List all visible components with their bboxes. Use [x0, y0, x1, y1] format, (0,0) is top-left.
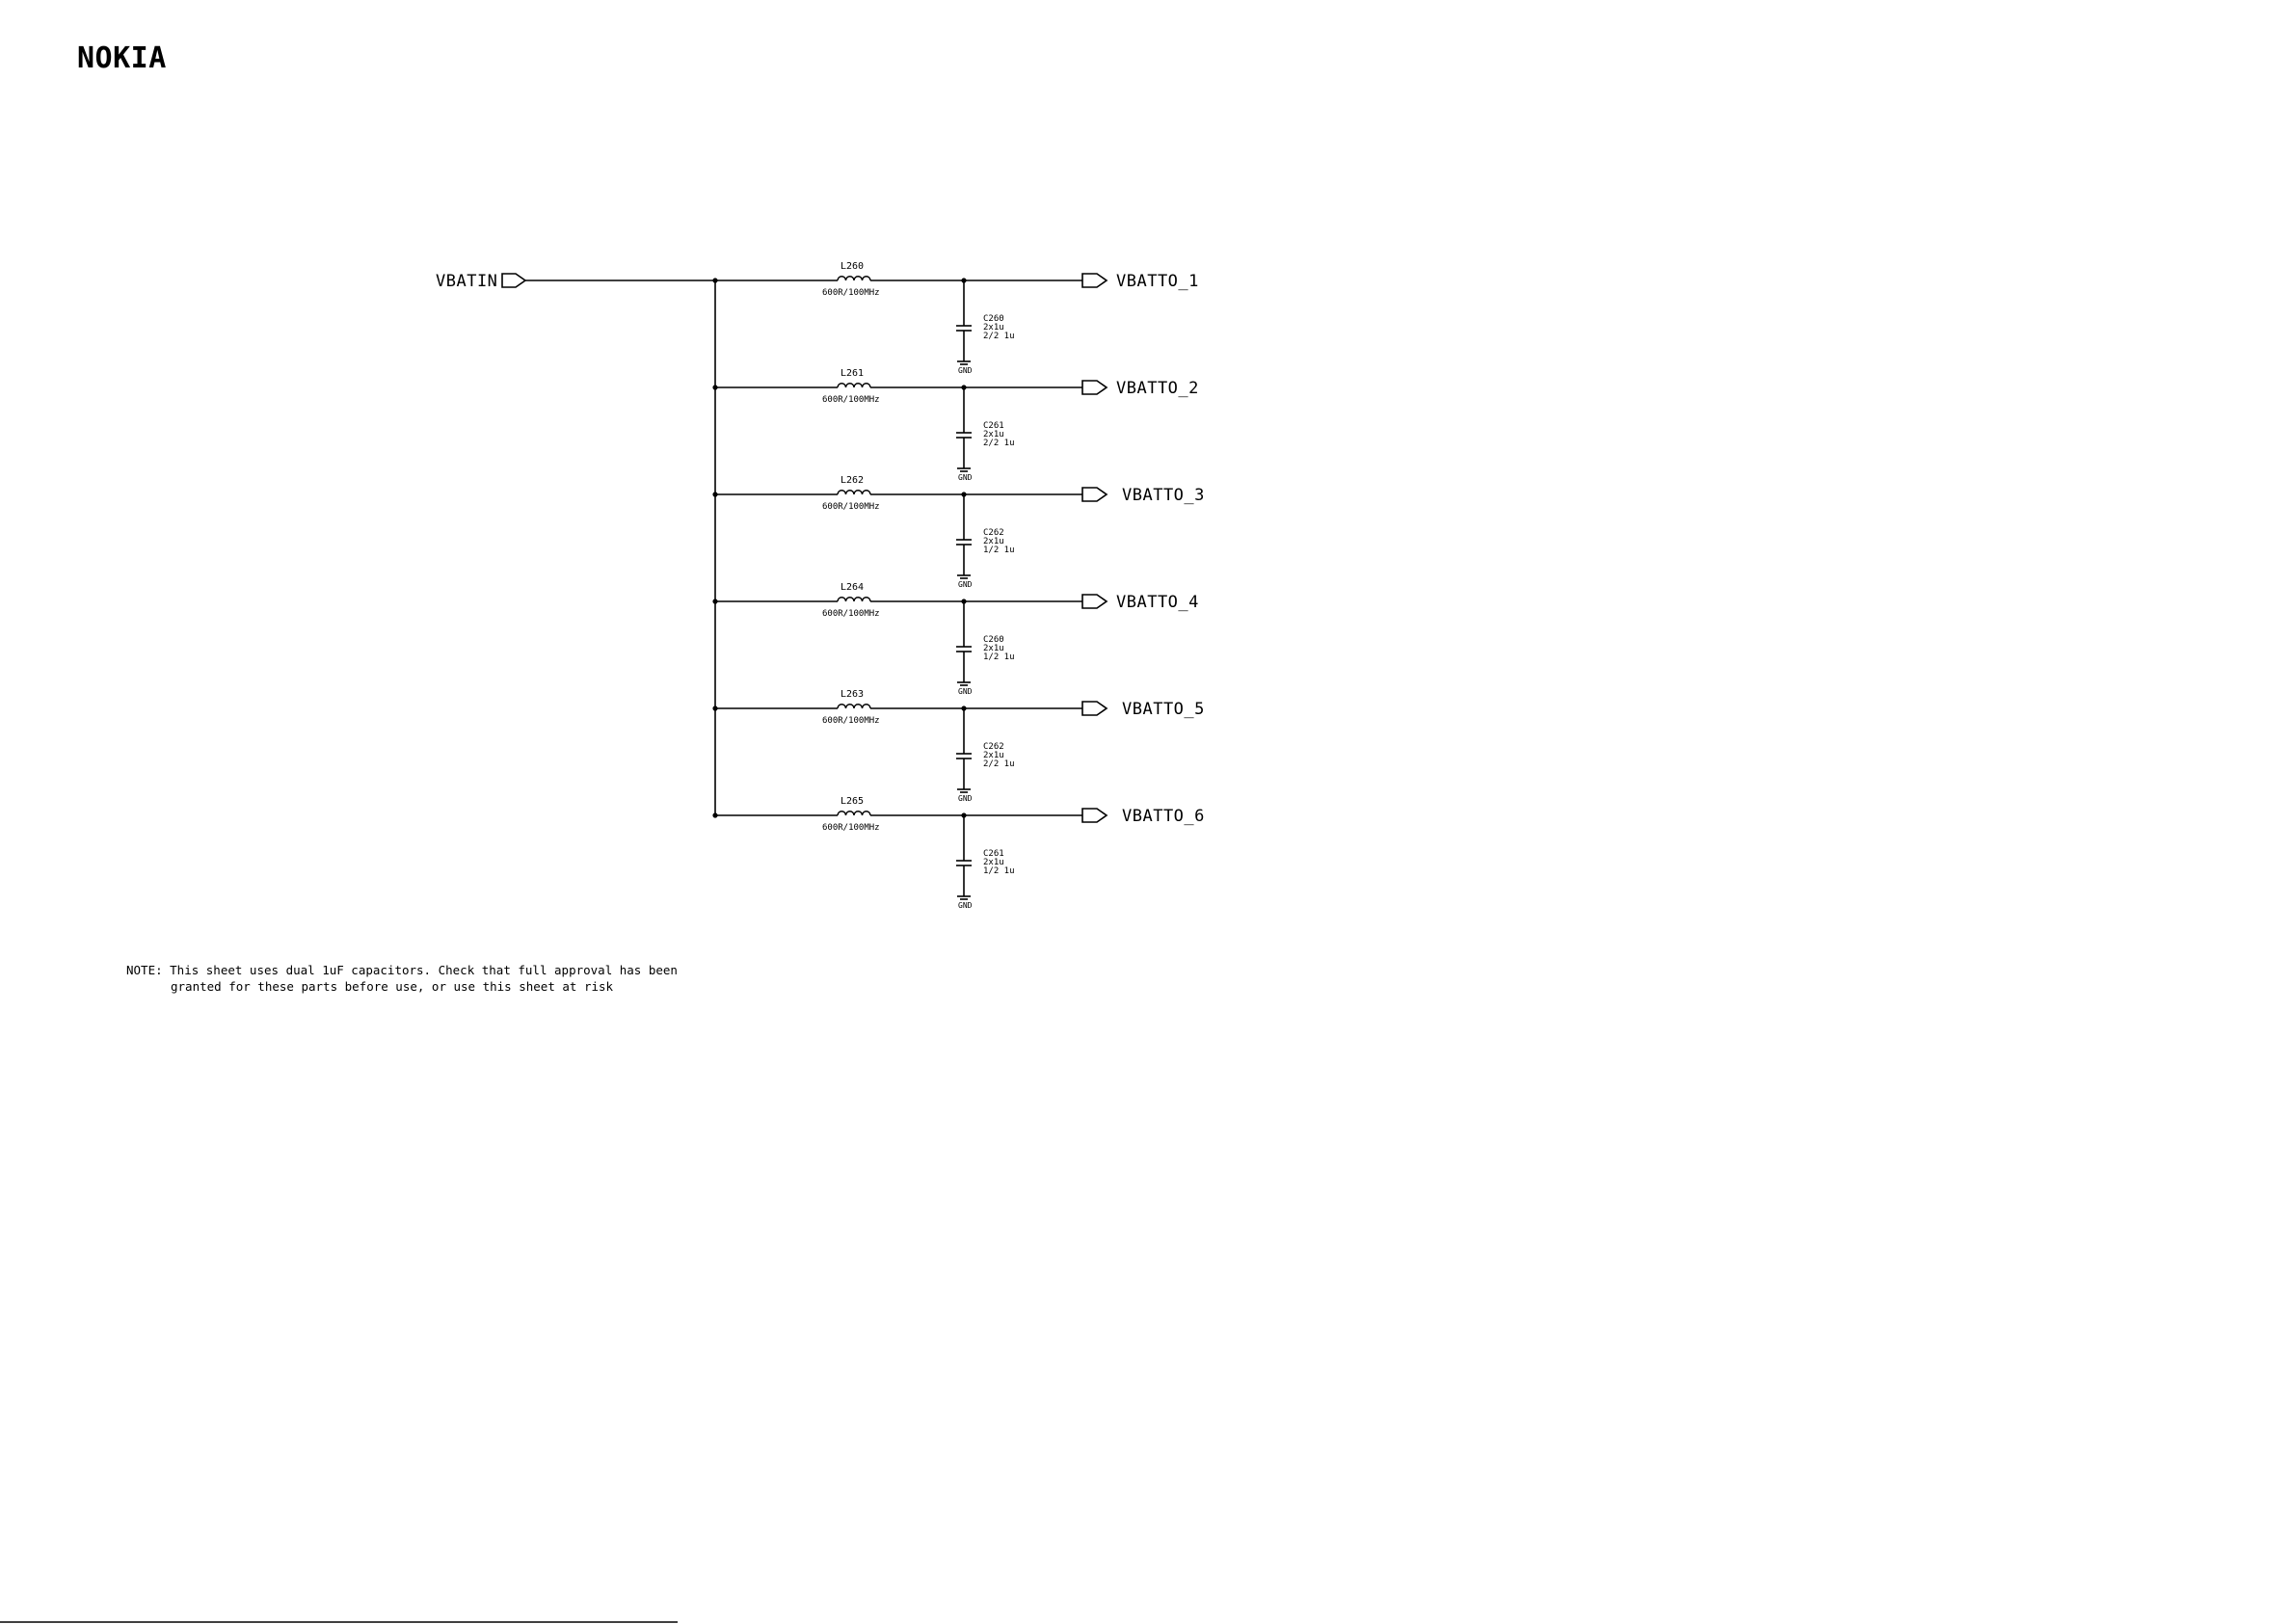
ground-label: GND	[958, 580, 973, 589]
ground-label: GND	[958, 687, 973, 696]
inductor-symbol	[837, 276, 871, 281]
ground-label: GND	[958, 473, 973, 482]
inductor-symbol	[837, 811, 871, 816]
note-line-2: granted for these parts before use, or u…	[171, 979, 614, 994]
inductor-value: 600R/100MHz	[822, 823, 880, 833]
output-port-symbol	[1081, 701, 1108, 716]
capacitor-value-split: 1/2 1u	[983, 652, 1015, 662]
output-port-symbol	[1081, 594, 1108, 609]
capacitor-value: 2x1u	[983, 858, 1004, 867]
output-port-label: VBATTO_5	[1122, 700, 1205, 719]
input-port-label: VBATIN	[436, 272, 497, 291]
bus-junction-dot	[712, 599, 718, 604]
capacitor-ref: C262	[983, 528, 1004, 538]
inductor-value: 600R/100MHz	[822, 395, 880, 405]
inductor-symbol	[837, 490, 871, 495]
output-port-label: VBATTO_2	[1116, 379, 1199, 398]
inductor-symbol	[837, 597, 871, 602]
capacitor-ref: C262	[983, 742, 1004, 752]
inductor-value: 600R/100MHz	[822, 716, 880, 726]
bus-junction-dot	[712, 492, 718, 497]
capacitor-value: 2x1u	[983, 323, 1004, 333]
capacitor-value: 2x1u	[983, 751, 1004, 760]
output-port-label: VBATTO_6	[1122, 807, 1205, 826]
output-port-symbol	[1081, 380, 1108, 395]
output-port-label: VBATTO_1	[1116, 272, 1199, 291]
bus-junction-dot	[712, 812, 718, 818]
bus-junction-dot	[712, 706, 718, 711]
inductor-ref: L265	[841, 796, 864, 807]
capacitor-value: 2x1u	[983, 537, 1004, 546]
capacitor-value-split: 2/2 1u	[983, 759, 1015, 769]
inductor-symbol	[837, 383, 871, 388]
inductor-value: 600R/100MHz	[822, 609, 880, 619]
ground-label: GND	[958, 794, 973, 803]
nokia-logo: NOKIA	[77, 41, 167, 75]
capacitor-value-split: 2/2 1u	[983, 332, 1015, 341]
inductor-value: 600R/100MHz	[822, 288, 880, 298]
capacitor-ref: C260	[983, 635, 1004, 645]
capacitor-ref: C261	[983, 421, 1004, 431]
output-port-symbol	[1081, 273, 1108, 288]
bus-junction-dot	[712, 278, 718, 283]
ground-label: GND	[958, 366, 973, 375]
inductor-ref: L260	[841, 261, 864, 272]
capacitor-value-split: 1/2 1u	[983, 866, 1015, 876]
inductor-ref: L263	[841, 689, 864, 700]
inductor-ref: L262	[841, 475, 864, 486]
inductor-ref: L264	[841, 582, 864, 593]
input-port-symbol	[501, 273, 527, 288]
capacitor-ref: C261	[983, 849, 1004, 859]
output-port-label: VBATTO_4	[1116, 593, 1199, 612]
ground-label: GND	[958, 901, 973, 910]
output-port-symbol	[1081, 487, 1108, 502]
inductor-value: 600R/100MHz	[822, 502, 880, 512]
inductor-ref: L261	[841, 368, 864, 379]
bus-junction-dot	[712, 385, 718, 390]
capacitor-ref: C260	[983, 314, 1004, 324]
capacitor-value: 2x1u	[983, 430, 1004, 439]
inductor-symbol	[837, 704, 871, 709]
capacitor-value-split: 1/2 1u	[983, 546, 1015, 555]
capacitor-value-split: 2/2 1u	[983, 439, 1015, 448]
capacitor-value: 2x1u	[983, 644, 1004, 653]
note-line-1: NOTE: This sheet uses dual 1uF capacitor…	[126, 963, 678, 977]
output-port-label: VBATTO_3	[1122, 486, 1205, 505]
output-port-symbol	[1081, 808, 1108, 823]
